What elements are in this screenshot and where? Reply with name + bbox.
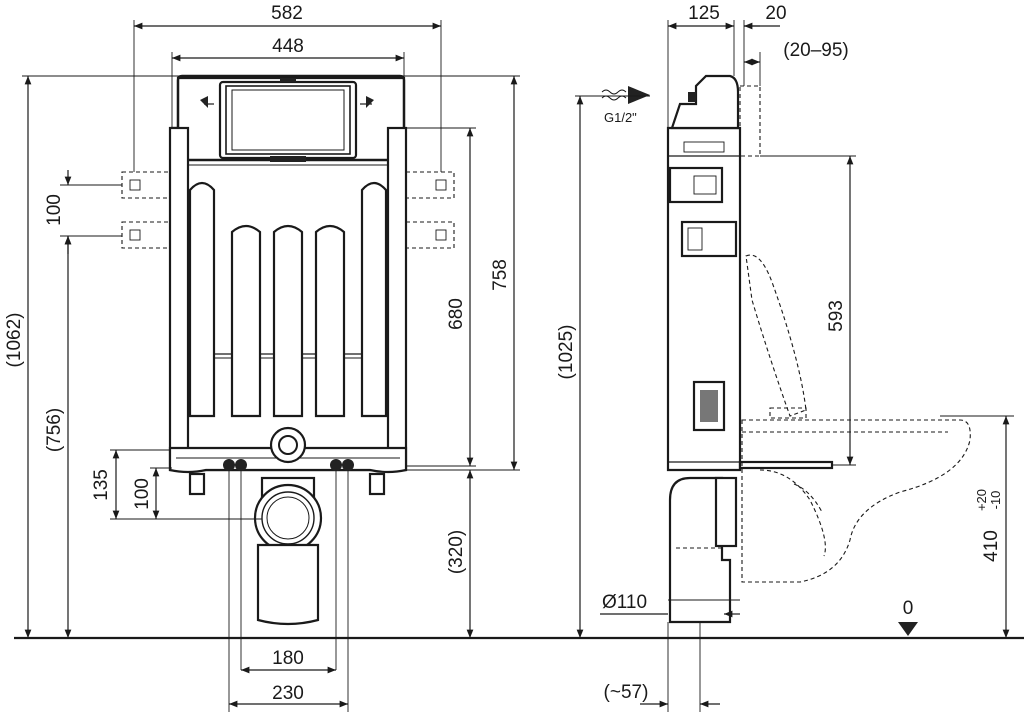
frame-ribs (188, 181, 388, 418)
dim-front-offset: 20 (765, 3, 786, 24)
right-foot (368, 472, 386, 496)
side-dimension-lines (576, 22, 1010, 708)
front-dimension-lines (24, 22, 518, 708)
floor-zero-marker (898, 622, 918, 636)
water-inlet-label: G1/2" (604, 110, 637, 125)
dim-drain-height: 135 (91, 469, 112, 501)
dim-seat-tol-minus: -10 (988, 491, 1003, 510)
dim-left-total-height: (1062) (4, 313, 25, 368)
drain-outlet (269, 426, 307, 464)
dim-seat-tol-plus: +20 (974, 489, 989, 511)
support-rod (738, 460, 834, 470)
side-witness-lines (575, 20, 1014, 712)
dim-outlet-spacing: 180 (272, 648, 304, 669)
dim-left-frame-height: (756) (44, 408, 65, 452)
dim-foot-spacing: 230 (272, 683, 304, 704)
dim-inlet-spacing: 100 (44, 194, 65, 226)
dim-depth: 125 (688, 3, 720, 24)
left-foot (188, 472, 206, 496)
inlet-brackets (121, 171, 455, 249)
dim-frame-height: 680 (446, 298, 467, 330)
side-view: G1/2" (556, 3, 1014, 712)
drain-pipe (253, 476, 323, 626)
dim-outlet-offset: (~57) (604, 682, 649, 703)
dim-seat-height: 410 (981, 530, 1002, 562)
floor-bolts (223, 459, 354, 471)
dim-bowl-height: 593 (826, 300, 847, 332)
dim-wall-range: (20–95) (783, 40, 849, 61)
toilet-bowl (741, 254, 971, 583)
dim-foot-height: (320) (446, 530, 467, 574)
dim-total-width: 582 (271, 3, 303, 24)
front-witness-lines (22, 20, 520, 712)
water-inlet: G1/2" (601, 86, 650, 125)
dim-drain-spacing: 100 (132, 478, 153, 510)
side-drain-elbow (668, 476, 740, 624)
dim-pipe-diameter: Ø110 (602, 592, 647, 613)
dim-total-height: (1025) (556, 325, 577, 380)
dim-overall-height: 758 (490, 259, 511, 291)
flush-plate-opening (200, 78, 374, 162)
dim-frame-width: 448 (272, 36, 304, 57)
dim-floor-level: 0 (903, 598, 914, 619)
side-frame (666, 74, 761, 472)
front-view: 582 448 180 230 (1062) (756) 100 135 100… (4, 3, 520, 712)
